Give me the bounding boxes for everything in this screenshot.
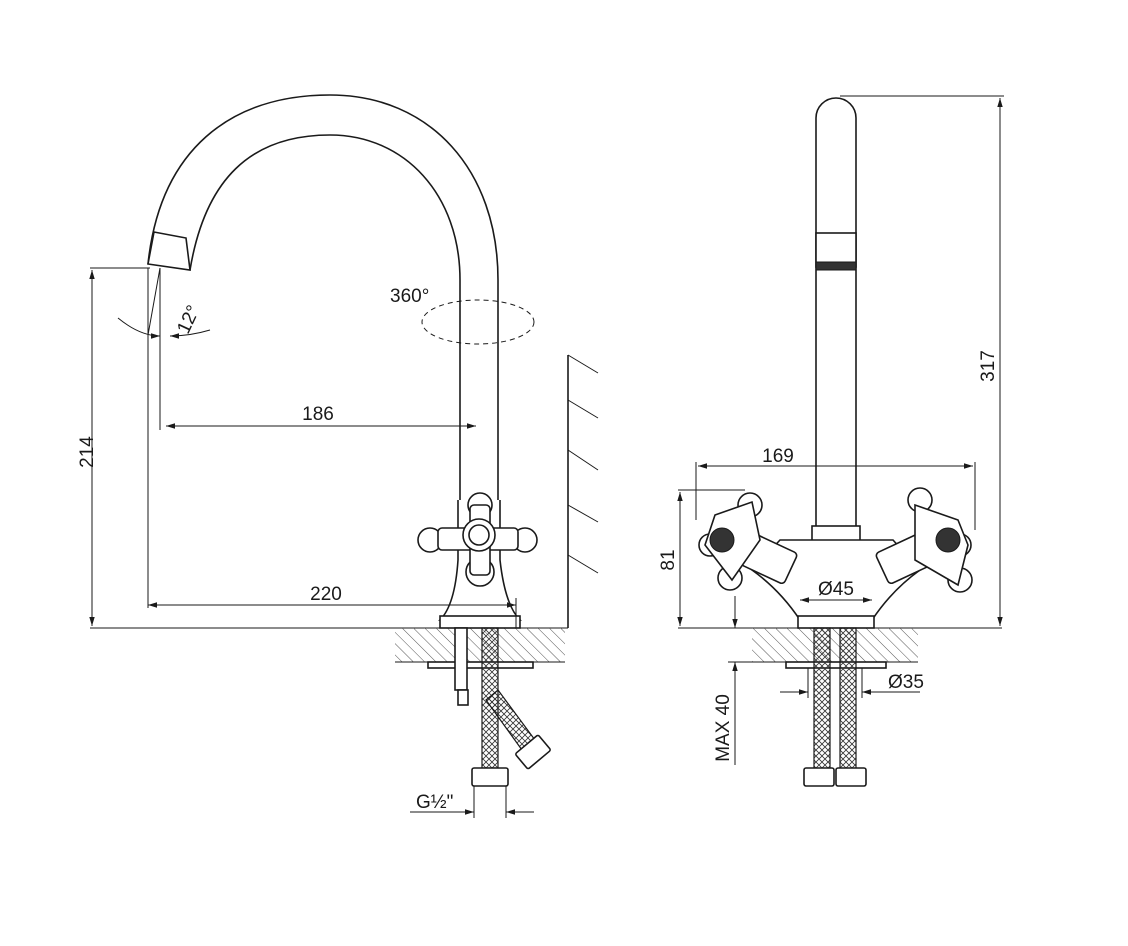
dim-reach: 186 xyxy=(302,404,334,425)
front-view: 317 169 81 Ø45 Ø35 MAX 40 xyxy=(658,95,1004,787)
dim-base-depth: 220 xyxy=(310,584,342,605)
spout xyxy=(147,94,499,500)
dim-rotation: 360° xyxy=(390,286,429,307)
dim-handle-height: 81 xyxy=(658,549,679,570)
right-handle xyxy=(875,487,973,593)
left-handle xyxy=(698,492,798,591)
dim-connection: G½" xyxy=(416,792,453,813)
dim-handle-span: 169 xyxy=(762,446,794,467)
side-view: 214 12° 360° 186 220 G½" xyxy=(77,94,599,818)
cross-handle xyxy=(417,492,538,587)
dim-total-height: 317 xyxy=(978,350,999,382)
wall-hatch xyxy=(567,354,599,574)
dim-spout-height: 214 xyxy=(77,436,98,468)
dim-angle: 12° xyxy=(173,302,204,337)
dim-max-thickness: MAX 40 xyxy=(713,694,734,762)
dim-body-diameter: Ø45 xyxy=(818,579,854,600)
spout-front xyxy=(815,97,857,530)
dim-hole-diameter: Ø35 xyxy=(888,672,924,693)
rotation-ellipse xyxy=(421,299,535,345)
